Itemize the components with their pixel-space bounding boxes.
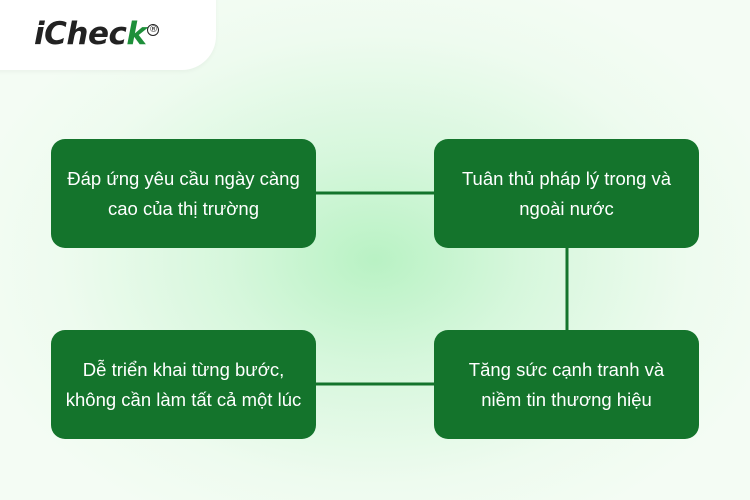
node-label: Dễ triển khai từng bước, không cần làm t… xyxy=(65,358,302,410)
registered-mark: ® xyxy=(147,24,160,36)
node-label: Đáp ứng yêu cầu ngày càng cao của thị tr… xyxy=(67,167,300,219)
diagram-node-easy-rollout: Dễ triển khai từng bước, không cần làm t… xyxy=(51,330,316,439)
node-label: Tuân thủ pháp lý trong và ngoài nước xyxy=(461,167,672,219)
logo-panel xyxy=(0,0,216,70)
logo-accent-letter: k xyxy=(126,16,147,52)
logo-wordmark: iCheck xyxy=(34,12,147,56)
diagram-node-competitiveness: Tăng sức cạnh tranh và niềm tin thương h… xyxy=(434,330,699,439)
diagram-node-legal-compliance: Tuân thủ pháp lý trong và ngoài nước xyxy=(434,139,699,248)
node-label: Tăng sức cạnh tranh và niềm tin thương h… xyxy=(468,358,665,410)
diagram-node-market-demand: Đáp ứng yêu cầu ngày càng cao của thị tr… xyxy=(51,139,316,248)
logo-prefix: iChec xyxy=(34,16,127,52)
icheck-logo: iCheck ® xyxy=(34,12,160,56)
